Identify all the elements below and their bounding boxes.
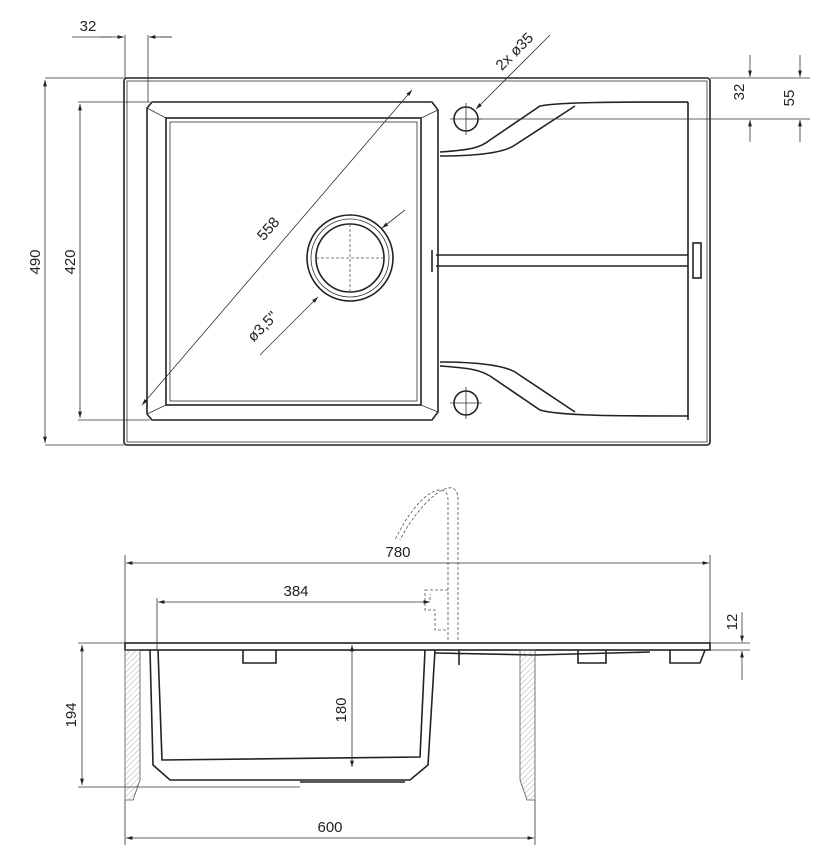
ext-lines-490 xyxy=(45,77,124,446)
dim-tap-offset-55: 55 xyxy=(781,90,798,107)
dim-line-drain-a xyxy=(259,296,319,356)
cabinet-wall-right xyxy=(519,649,536,801)
sink-outline xyxy=(123,77,711,446)
ext-lines-32-left xyxy=(72,35,172,102)
dim-overall-width: 780 xyxy=(385,544,410,561)
dim-total-height: 194 xyxy=(63,702,80,727)
dim-bowl-diagonal: 558 xyxy=(254,214,283,244)
dim-bowl-depth: 420 xyxy=(62,249,79,274)
mounting-clips xyxy=(242,649,706,664)
dim-line-558 xyxy=(141,89,413,406)
dim-overall-depth: 490 xyxy=(27,249,44,274)
ext-lines-780 xyxy=(124,555,711,643)
drainer-grooves xyxy=(439,101,689,420)
ext-lines-420 xyxy=(78,101,150,421)
bowl-corner-lines xyxy=(146,107,439,415)
dim-line-drain-b xyxy=(381,209,406,229)
ext-lines-600 xyxy=(124,800,536,845)
dim-rim-offset-left: 32 xyxy=(80,18,97,35)
dim-bowl-width: 384 xyxy=(283,583,308,600)
ext-lines-right xyxy=(466,77,810,120)
dim-cabinet-width: 600 xyxy=(317,819,342,836)
dim-tap-offset-32: 32 xyxy=(731,84,748,101)
dim-rim-thickness: 12 xyxy=(724,614,741,631)
faucet-outline xyxy=(394,487,459,640)
top-view: 490 420 32 32 55 2x ø35 558 ø3,5" xyxy=(27,18,810,446)
bowl-profile xyxy=(149,649,436,783)
bowl-inner-edge xyxy=(169,121,418,402)
ext-lines-12 xyxy=(710,642,750,651)
ext-lines-194 xyxy=(78,642,300,788)
dim-bowl-height: 180 xyxy=(333,697,350,722)
tap-hole-bottom xyxy=(450,387,482,419)
bowl-inner xyxy=(165,117,422,406)
drain-outlet xyxy=(306,214,394,302)
dim-tap-holes: 2x ø35 xyxy=(493,30,537,74)
bowl-outer xyxy=(146,101,439,421)
cabinet-wall-left xyxy=(124,649,141,801)
overflow-handle xyxy=(692,242,702,279)
sink-rim-inner xyxy=(126,80,708,443)
leader-tap-holes xyxy=(475,34,551,110)
drainer-center-rib xyxy=(431,250,688,272)
drainer-underside xyxy=(434,650,651,665)
worktop-rim xyxy=(124,642,711,651)
side-view: 780 384 12 194 180 600 xyxy=(63,487,750,845)
